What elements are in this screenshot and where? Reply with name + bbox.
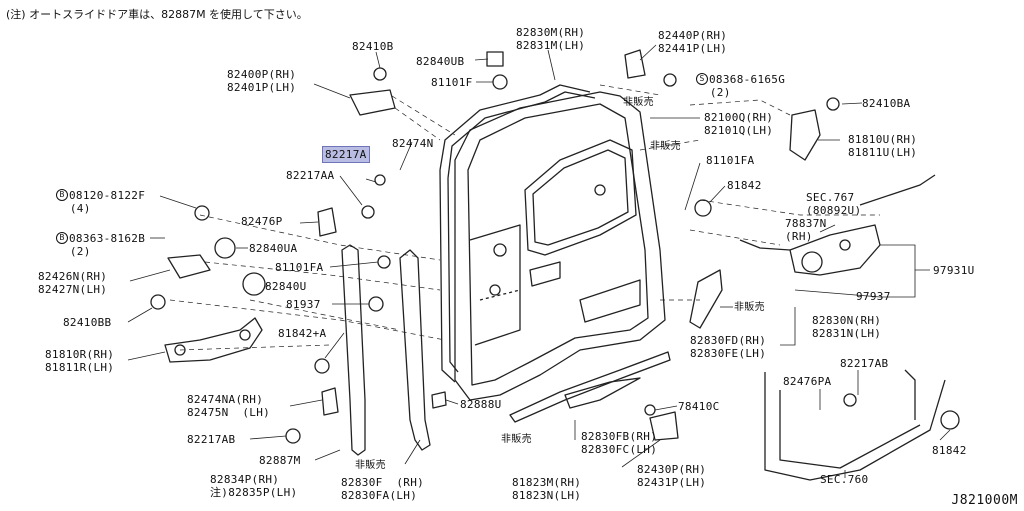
label-hanbai-4: 非販売	[501, 434, 532, 445]
label-hanbai-2: 非販売	[650, 141, 681, 152]
label-sec767[interactable]: SEC.767 (80892U)	[806, 191, 862, 217]
window-outline	[524, 139, 637, 256]
label-82830M[interactable]: 82830M(RH) 82831M(LH)	[516, 26, 586, 52]
label-82426N[interactable]: 82426N(RH) 82427N(LH)	[38, 270, 108, 296]
grommet-81101F	[492, 74, 508, 90]
screw-08368	[663, 73, 677, 87]
bumper-81842A	[314, 358, 330, 374]
bolt-82410BA	[826, 97, 840, 111]
plug-81937	[368, 296, 384, 312]
label-82217AA[interactable]: 82217AA	[286, 169, 335, 182]
lower-hinge-bracket	[164, 317, 263, 363]
label-82410B[interactable]: 82410B	[352, 40, 394, 53]
label-82410BA[interactable]: 82410BA	[862, 97, 911, 110]
diagram-code: J821000M	[951, 493, 1018, 508]
label-81101F[interactable]: 81101F	[431, 76, 473, 89]
label-81823M[interactable]: 81823M(RH) 81823N(LH)	[512, 476, 582, 502]
label-hanbai-1: 非販売	[623, 97, 654, 108]
bumper-81842-r	[940, 410, 960, 430]
label-82830F[interactable]: 82830F (RH) 82830FA(LH)	[341, 476, 425, 502]
plug-82840UB	[486, 51, 504, 67]
label-82476PA[interactable]: 82476PA	[783, 375, 832, 388]
label-81101FA[interactable]: 81101FA	[706, 154, 755, 167]
label-82887M[interactable]: 82887M	[259, 454, 301, 467]
label-82474N[interactable]: 82474N	[392, 137, 434, 150]
label-82830FB[interactable]: 82830FB(RH) 82830FC(LH)	[581, 430, 658, 456]
bolt-82217AA	[361, 205, 375, 219]
bolt-82217AB-r	[843, 393, 857, 407]
bumper-81842	[694, 199, 712, 217]
label-82830N[interactable]: 82830N(RH) 82831N(LH)	[812, 314, 882, 340]
label-82217A[interactable]: 82217A	[322, 146, 370, 163]
plug-82840U	[242, 272, 266, 296]
label-82217AB-r[interactable]: 82217AB	[840, 357, 889, 370]
upper-bracket	[349, 89, 396, 116]
body-inset	[764, 372, 946, 481]
label-82410BB[interactable]: 82410BB	[63, 316, 112, 329]
bolt-82217A	[374, 174, 386, 186]
label-82476P[interactable]: 82476P	[241, 215, 283, 228]
label-81842-b[interactable]: 81842	[932, 444, 967, 457]
label-82440P[interactable]: 82440P(RH) 82441P(LH)	[658, 29, 728, 55]
label-82840UB[interactable]: 82840UB	[416, 55, 465, 68]
bolt-82410BB	[150, 294, 166, 310]
label-82100Q[interactable]: 82100Q(RH) 82101Q(LH)	[704, 111, 774, 137]
nut-78410C	[644, 404, 656, 416]
label-81101FA-2[interactable]: 81101FA	[275, 261, 324, 274]
bolt-08120	[194, 205, 210, 221]
label-82430P[interactable]: 82430P(RH) 82431P(LH)	[637, 463, 707, 489]
label-81810R[interactable]: 81810R(RH) 81811R(LH)	[45, 348, 115, 374]
label-82217AB-l[interactable]: 82217AB	[187, 433, 236, 446]
lock-assembly	[789, 224, 881, 276]
label-81810U[interactable]: 81810U(RH) 81811U(LH)	[848, 133, 918, 159]
label-sec760[interactable]: SEC.760	[820, 473, 869, 486]
weatherstrip-82834P	[399, 249, 431, 451]
bolt-symbol: B	[56, 189, 68, 201]
label-78410C[interactable]: 78410C	[678, 400, 720, 413]
label-82840UA[interactable]: 82840UA	[249, 242, 298, 255]
bolt-symbol-2: B	[56, 232, 68, 244]
bolt-82217AB-l	[285, 428, 301, 444]
weatherstrip-82830F	[341, 244, 366, 456]
label-82888U[interactable]: 82888U	[460, 398, 502, 411]
label-81842[interactable]: 81842	[727, 179, 762, 192]
label-81937[interactable]: 81937	[286, 298, 321, 311]
label-97931U[interactable]: 97931U	[933, 264, 975, 277]
screw-symbol: S	[696, 73, 708, 85]
label-hanbai-3: 非販売	[734, 302, 765, 313]
label-82834P[interactable]: 82834P(RH) 注)82835P(LH)	[210, 473, 298, 499]
door-panel-outline	[454, 91, 666, 401]
label-82474NA[interactable]: 82474NA(RH) 82475N (LH)	[187, 393, 271, 419]
note-text: (注) オートスライドドア車は、82887M を使用して下さい。	[6, 8, 308, 21]
label-hanbai-5: 非販売	[355, 460, 386, 471]
highlighted-part[interactable]: 82217A	[322, 146, 370, 163]
label-97937[interactable]: 97937	[856, 290, 891, 303]
bolt-82410B	[373, 67, 387, 81]
plug-81101FA	[377, 255, 391, 269]
label-78837N[interactable]: 78837N (RH)	[785, 217, 827, 243]
label-82830FD[interactable]: 82830FD(RH) 82830FE(LH)	[690, 334, 767, 360]
label-82400P[interactable]: 82400P(RH) 82401P(LH)	[227, 68, 297, 94]
label-82840U[interactable]: 82840U	[265, 280, 307, 293]
plug-82840UA	[214, 237, 236, 259]
lower-rail	[509, 351, 671, 423]
label-81842A[interactable]: 81842+A	[278, 327, 327, 340]
